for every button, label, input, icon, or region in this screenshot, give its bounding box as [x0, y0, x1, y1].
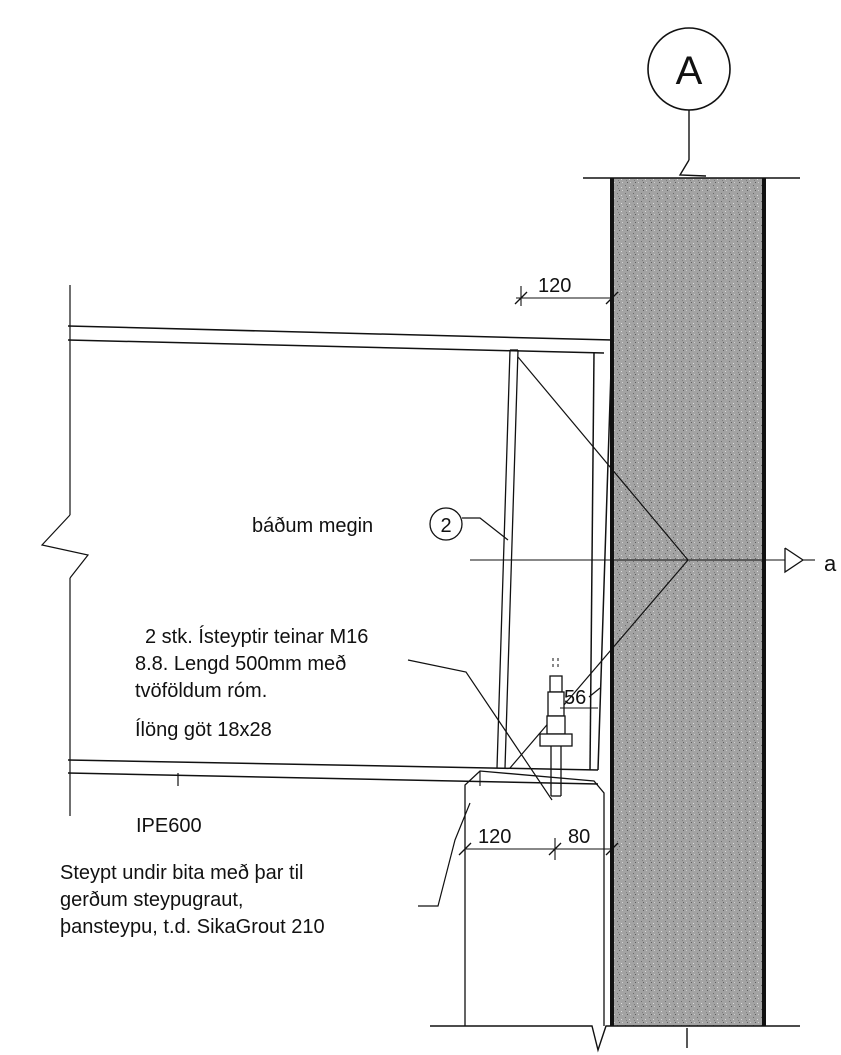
beam-top-flange-inner [67, 339, 605, 354]
dim-56-tick [588, 687, 601, 698]
grout-note-line-1: Steypt undir bita með þar til [60, 862, 303, 884]
beam-end-plate [589, 352, 595, 771]
stiffener-left-edge [496, 349, 511, 769]
dimension-top-120: 120 [514, 275, 619, 306]
bolts-note-line-4: Ílöng göt 18x28 [135, 718, 272, 741]
dim-tick-right [605, 291, 619, 305]
concrete-pedestal [464, 770, 605, 1026]
bolt-washer [539, 733, 573, 747]
stiffener-ref-bubble [429, 507, 463, 541]
stiffener-callout: báðum megin 2 [252, 507, 509, 541]
bolts-callout: 2 stk. Ísteyptir teinar M16 8.8. Lengd 5… [135, 625, 553, 801]
dim-base-tick-3 [605, 842, 619, 856]
weld-line-upper [517, 356, 689, 561]
stiffener-leader [462, 517, 509, 541]
dimension-56: 56 [560, 687, 601, 709]
concrete-wall [430, 177, 800, 1053]
beam-break-zigzag [40, 514, 90, 579]
beam-label: IPE600 [136, 815, 202, 837]
section-cut-a: a [470, 547, 837, 576]
dim-value: 120 [538, 275, 571, 297]
anchor-bolt [539, 658, 573, 797]
beam-top-flange-outer [67, 325, 613, 771]
bolts-note-line-3: tvöföldum róm. [135, 680, 267, 702]
grid-marker-a: A [647, 27, 731, 1048]
beam-bottom-flange-outer [67, 772, 599, 785]
stiffener-plate [496, 349, 519, 769]
grid-line-break [678, 159, 707, 177]
ipe-beam [40, 285, 613, 816]
dim-base-120: 120 [478, 826, 511, 848]
bolts-note-line-2: 8.8. Lengd 500mm með [135, 653, 346, 675]
bolts-note-line-1: 2 stk. Ísteyptir teinar M16 [145, 625, 368, 648]
beam-bottom-flange-inner [67, 759, 599, 771]
stiffener-note-text: báðum megin [252, 515, 373, 537]
grout-callout: Steypt undir bita með þar til gerðum ste… [60, 802, 471, 938]
bolt-nut-upper [547, 691, 565, 717]
weld-line-lower [509, 559, 689, 769]
dim-tick-left [514, 291, 528, 305]
stiffener-right-edge [504, 349, 519, 769]
grout-note-line-2: gerðum steypugraut, [60, 889, 243, 911]
pedestal-outline [464, 770, 605, 1026]
stiffener-ref-number: 2 [440, 515, 451, 537]
dim-base-80: 80 [568, 826, 590, 848]
bolt-thread-top [549, 675, 563, 693]
grout-note-line-3: þansteypu, t.d. SikaGrout 210 [60, 916, 325, 938]
dim-56-value: 56 [564, 687, 586, 709]
section-arrow [784, 547, 805, 574]
dimension-base: 120 80 [458, 826, 619, 860]
bolts-leader [407, 659, 553, 801]
grout-leader [418, 802, 471, 907]
weld-lines [509, 356, 689, 769]
wall-hatch [612, 178, 764, 1026]
bolt-nut-lower [546, 715, 566, 735]
section-letter: a [824, 551, 837, 576]
dim-base-tick-1 [458, 842, 472, 856]
wall-break-line-bottom [430, 1025, 800, 1053]
grid-label: A [676, 49, 703, 93]
